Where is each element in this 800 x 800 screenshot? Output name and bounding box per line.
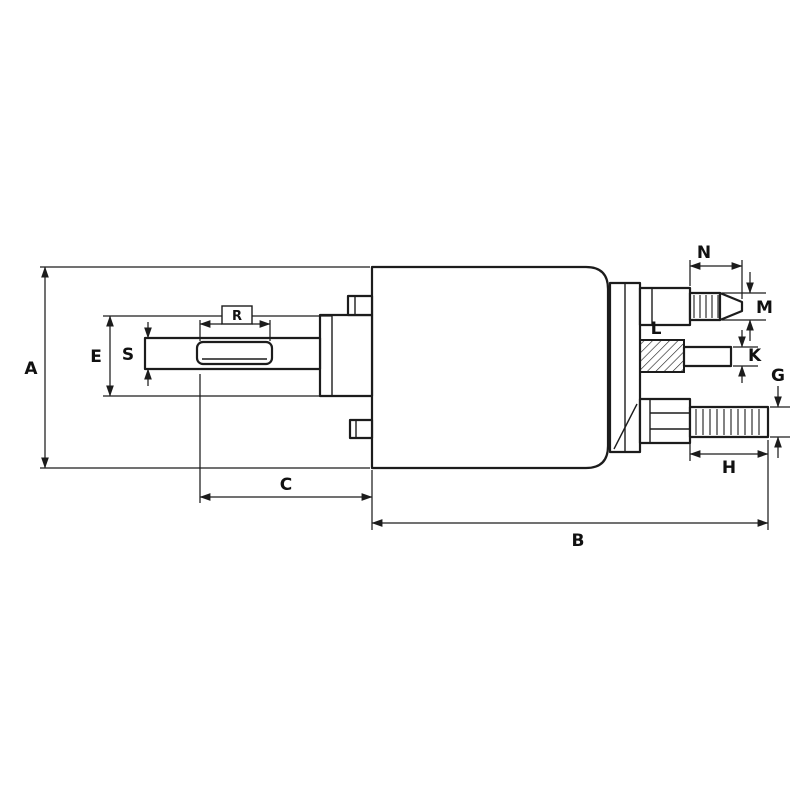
dimension-label-E: E [90,347,102,367]
dimension-label-S: S [122,345,134,365]
shaft-slot [195,340,274,366]
dimension-E: E [90,315,332,397]
dimension-label-A: A [24,359,38,379]
dimension-M: M [722,272,773,341]
dimension-C: C [199,374,373,530]
dimension-G: G [770,366,790,458]
dimension-A: A [24,266,370,469]
bracket-gusset [613,403,638,450]
dimension-N: N [689,243,743,299]
dimension-H: H [689,441,769,478]
front-flange [318,294,374,440]
dimension-label-C: C [280,475,292,495]
label-box [221,305,253,325]
stud-boss [638,286,692,327]
dimension-R: R [199,305,271,341]
terminal-insulator-block [639,339,685,373]
dimension-label-B: B [572,531,585,551]
top-tab [346,294,374,317]
stud-nut [638,397,692,445]
mounting-stud [638,397,770,445]
dimension-L: L [651,319,662,339]
top-terminal-stud [638,286,744,327]
dimension-S: S [122,322,152,386]
terminal-stud [682,345,733,368]
plunger-shaft [143,336,322,371]
stud-thread-section [688,291,722,322]
dimension-label-L: L [651,319,662,339]
dimension-label-M: M [756,298,773,318]
dimension-label-R: R [232,309,242,324]
end-bracket [608,281,642,454]
flange [318,313,374,398]
body-outline [370,265,610,470]
battery-terminal-stud [639,339,733,373]
dimension-label-K: K [748,346,762,366]
dimension-label-H: H [722,458,736,478]
stud-cone-tip [718,291,744,322]
solenoid-body [370,265,610,470]
dimension-K: K [733,330,762,383]
dimension-label-N: N [697,243,711,263]
stud-thread-section [688,405,770,439]
bottom-tab [348,418,374,440]
dimension-label-G: G [771,366,785,386]
